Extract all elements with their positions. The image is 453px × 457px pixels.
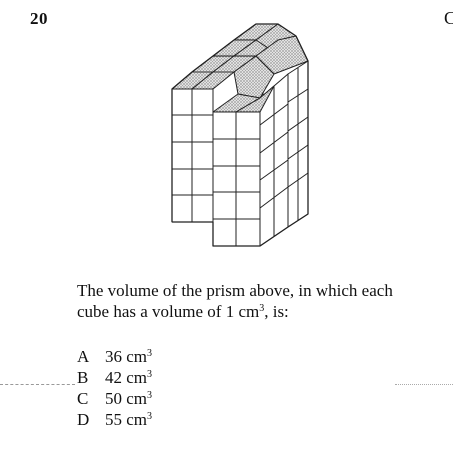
option-d[interactable]: D 55 cm3 xyxy=(77,409,152,430)
left-grid-lines xyxy=(172,89,213,223)
question-stem: The volume of the prism above, in which … xyxy=(77,281,393,321)
cropped-corner-letter: C xyxy=(444,8,453,28)
option-letter: C xyxy=(77,389,89,408)
option-value: 36 cm xyxy=(105,347,148,366)
option-exponent: 3 xyxy=(147,369,153,380)
option-exponent: 3 xyxy=(147,348,153,359)
answer-options: A 36 cm3 B 42 cm3 C 50 cm3 D 55 cm3 xyxy=(77,346,152,430)
question-end: , is: xyxy=(264,302,289,321)
option-b[interactable]: B 42 cm3 xyxy=(77,367,152,388)
option-value: 50 cm xyxy=(105,389,148,408)
dotted-divider-right xyxy=(395,384,453,385)
cube-prism-diagram xyxy=(171,23,309,247)
right-grid-lines xyxy=(259,68,309,236)
option-letter: B xyxy=(77,368,89,387)
front-grid-lines xyxy=(213,112,260,246)
option-exponent: 3 xyxy=(147,390,153,401)
option-exponent: 3 xyxy=(147,411,153,422)
option-c[interactable]: C 50 cm3 xyxy=(77,388,152,409)
option-value: 55 cm xyxy=(105,410,148,429)
option-value: 42 cm xyxy=(105,368,148,387)
option-a[interactable]: A 36 cm3 xyxy=(77,346,152,367)
top-faces xyxy=(171,23,309,113)
question-number: 20 xyxy=(30,9,48,28)
option-letter: D xyxy=(77,410,90,429)
dashed-divider-left xyxy=(0,384,75,385)
question-text: The volume of the prism above, in which … xyxy=(77,280,417,322)
question-exponent: 3 xyxy=(259,303,265,314)
outline xyxy=(171,23,309,247)
option-letter: A xyxy=(77,347,90,366)
